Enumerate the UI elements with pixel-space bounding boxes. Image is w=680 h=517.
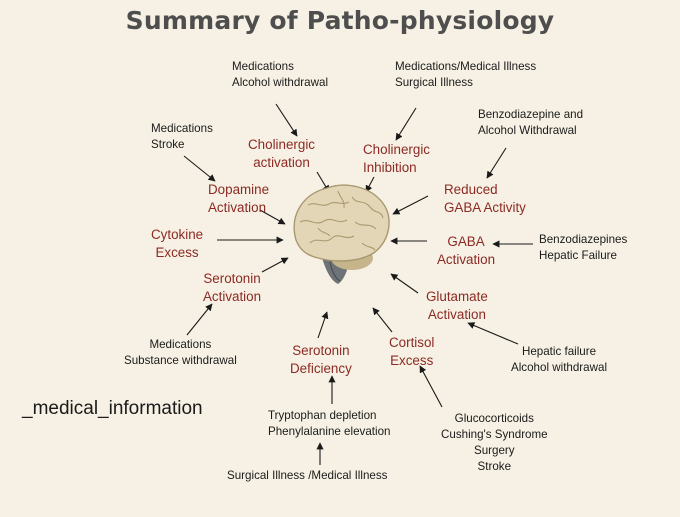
arrow-reduced-gaba-to-brain <box>392 195 429 215</box>
cause-dopamine: Medications Stroke <box>151 122 213 151</box>
arrow-glutamate-to-brain <box>390 273 419 294</box>
mechanism-serotonin-deficiency: Serotonin Deficiency <box>290 343 352 376</box>
cause-reduced-gaba: Benzodiazepine and Alcohol Withdrawal <box>478 108 584 137</box>
cause-cholinergic-activation: Medications Alcohol withdrawal <box>232 60 329 89</box>
arrow-cortisol-to-brain <box>372 307 393 333</box>
mechanism-gaba-activation: GABA Activation <box>437 234 496 267</box>
cause-serotonin-activation: Medications Substance withdrawal <box>124 338 237 367</box>
mechanism-reduced-gaba-activity: Reduced GABA Activity <box>444 182 526 215</box>
arrow-medications-to-serotonin-activation <box>186 303 213 336</box>
brain-icon <box>293 184 390 284</box>
arrow-serotonin-activation-to-brain <box>261 257 289 273</box>
cause-serotonin-deficiency: Tryptophan depletion Phenylalanine eleva… <box>268 409 391 438</box>
page-title: Summary of Patho-physiology <box>125 6 555 35</box>
cause-cortisol: Glucocorticoids Cushing's Syndrome Surge… <box>441 412 548 473</box>
mechanism-cholinergic-activation: Cholinergic activation <box>248 137 315 170</box>
arrow-serotonin-deficiency-to-brain <box>317 311 329 339</box>
arrow-medical-illness-to-cholinergic-inhibition <box>395 107 417 141</box>
cause-tryptophan: Surgical Illness /Medical Illness <box>227 469 388 482</box>
cause-glutamate: Hepatic failure Alcohol withdrawal <box>511 345 608 374</box>
mechanism-cortisol-excess: Cortisol Excess <box>389 335 435 368</box>
watermark-text: _medical_information <box>22 398 203 419</box>
mechanism-glutamate-activation: Glutamate Activation <box>426 289 488 322</box>
arrow-medications-to-cholinergic-activation <box>275 103 298 137</box>
arrow-cholinergic-inhibition-to-brain <box>365 176 375 193</box>
arrow-benzodiazepine-to-reduced-gaba <box>486 147 507 179</box>
arrow-glucocorticoids-to-cortisol <box>419 365 443 408</box>
arrow-dopamine-to-brain <box>259 209 286 225</box>
mechanism-cytokine-excess: Cytokine Excess <box>151 227 204 260</box>
cause-cholinergic-inhibition: Medications/Medical Illness Surgical Ill… <box>395 60 537 89</box>
mechanism-dopamine-activation: Dopamine Activation <box>208 182 270 215</box>
mechanism-serotonin-activation: Serotonin Activation <box>203 271 262 304</box>
arrow-hepatic-failure-to-glutamate <box>467 322 519 345</box>
cause-gaba-activation: Benzodiazepines Hepatic Failure <box>539 233 628 262</box>
mechanism-cholinergic-inhibition: Cholinergic Inhibition <box>363 142 430 175</box>
arrow-medications-to-dopamine <box>183 155 216 182</box>
